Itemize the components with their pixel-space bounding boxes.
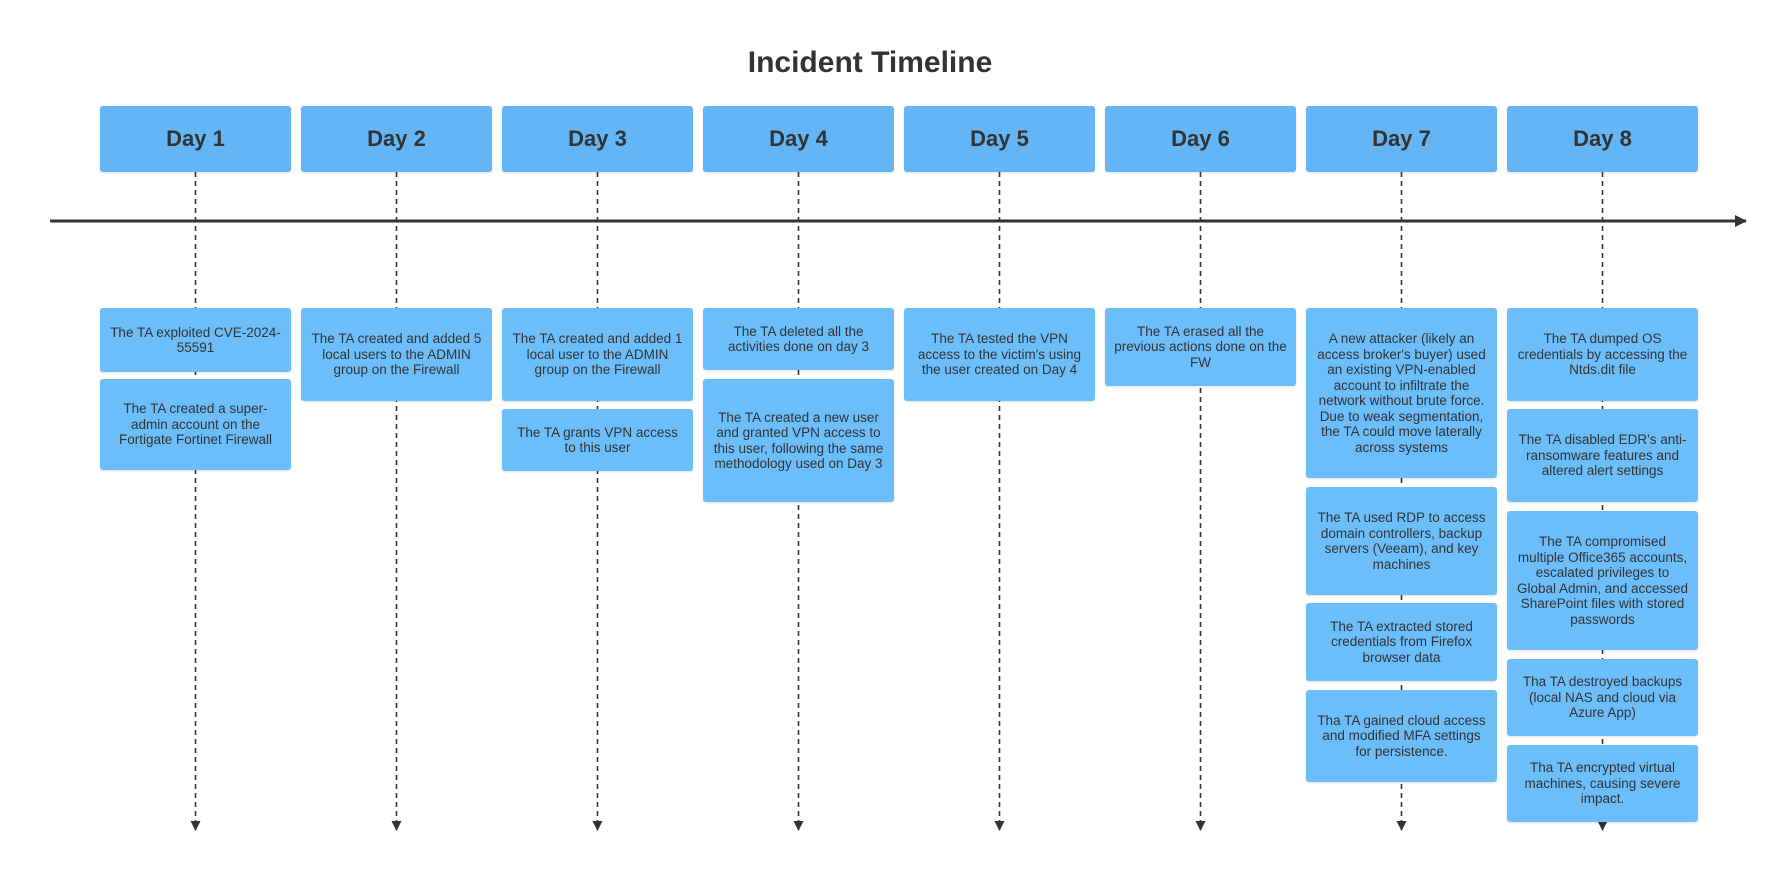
day-header: Day 1 [100,106,291,172]
event-box: The TA erased all the previous actions d… [1105,308,1296,386]
event-box: The TA tested the VPN access to the vict… [904,308,1095,401]
event-box: The TA used RDP to access domain control… [1306,487,1497,595]
event-box: Tha TA gained cloud access and modified … [1306,690,1497,782]
event-box: The TA deleted all the activities done o… [703,308,894,370]
event-box: The TA compromised multiple Office365 ac… [1507,511,1698,650]
event-box: The TA dumped OS credentials by accessin… [1507,308,1698,401]
day-header: Day 6 [1105,106,1296,172]
page-title: Incident Timeline [747,46,993,79]
day-header: Day 4 [703,106,894,172]
event-box: The TA created and added 5 local users t… [301,308,492,401]
day-header: Day 3 [502,106,693,172]
event-box: Tha TA encrypted virtual machines, causi… [1507,745,1698,822]
event-box: The TA grants VPN access to this user [502,409,693,471]
event-box: The TA extracted stored credentials from… [1306,603,1497,681]
day-header: Day 5 [904,106,1095,172]
day-header: Day 8 [1507,106,1698,172]
event-box: Tha TA destroyed backups (local NAS and … [1507,659,1698,736]
event-box: A new attacker (likely an access broker'… [1306,308,1497,478]
day-header: Day 7 [1306,106,1497,172]
event-box: The TA created a super-admin account on … [100,379,291,470]
day-header: Day 2 [301,106,492,172]
event-box: The TA disabled EDR's anti-ransomware fe… [1507,409,1698,502]
event-box: The TA created a new user and granted VP… [703,379,894,502]
event-box: The TA created and added 1 local user to… [502,308,693,401]
event-box: The TA exploited CVE-2024-55591 [100,308,291,372]
